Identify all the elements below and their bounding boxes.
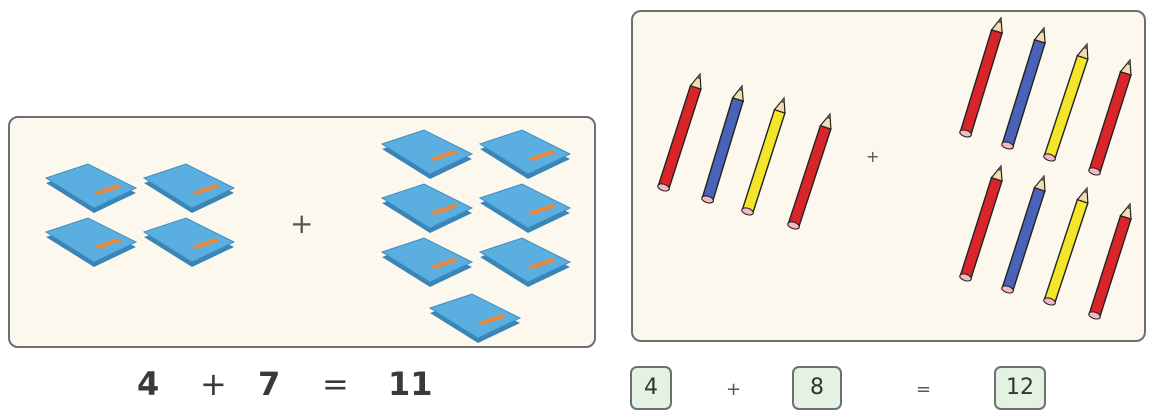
right-panel-plus: + — [866, 147, 880, 166]
notebook-icon — [478, 237, 572, 287]
notebook-icon — [44, 217, 138, 267]
notebook-icon — [380, 183, 474, 233]
left-addend-1: 4 — [137, 365, 160, 403]
right-sum-box: 12 — [994, 366, 1046, 410]
left-panel-plus: + — [290, 207, 314, 240]
left-sum: 11 — [388, 365, 433, 403]
pencil-icon — [1001, 174, 1046, 294]
right-addend-1-box: 4 — [630, 366, 672, 410]
left-plus-sign: + — [200, 365, 227, 403]
right-addend-2-box: 8 — [792, 366, 842, 410]
pencil-icon — [1001, 26, 1046, 150]
notebook-icon — [142, 163, 236, 213]
notebook-icon — [380, 237, 474, 287]
notebook-icon — [44, 163, 138, 213]
notebook-icon — [428, 293, 522, 343]
right-scene — [657, 16, 1132, 320]
pencil-icon — [1043, 42, 1089, 162]
pencil-icon — [1088, 202, 1132, 320]
right-equals-sign: = — [916, 379, 932, 400]
pencil-icon — [741, 96, 786, 216]
left-equals-sign: = — [322, 365, 349, 403]
pencil-icon — [657, 72, 702, 192]
pencil-icon — [787, 112, 832, 230]
notebook-icon — [380, 129, 474, 179]
right-plus-sign: + — [726, 379, 742, 400]
notebook-icon — [478, 129, 572, 179]
notebook-icon — [478, 183, 572, 233]
left-scene — [44, 129, 572, 343]
pencil-icon — [959, 16, 1004, 138]
pencil-icon — [701, 84, 745, 204]
pencil-icon — [959, 164, 1003, 282]
left-addend-2: 7 — [258, 365, 281, 403]
notebook-icon — [142, 217, 236, 267]
pencil-icon — [1088, 58, 1132, 176]
pencil-icon — [1043, 186, 1089, 306]
